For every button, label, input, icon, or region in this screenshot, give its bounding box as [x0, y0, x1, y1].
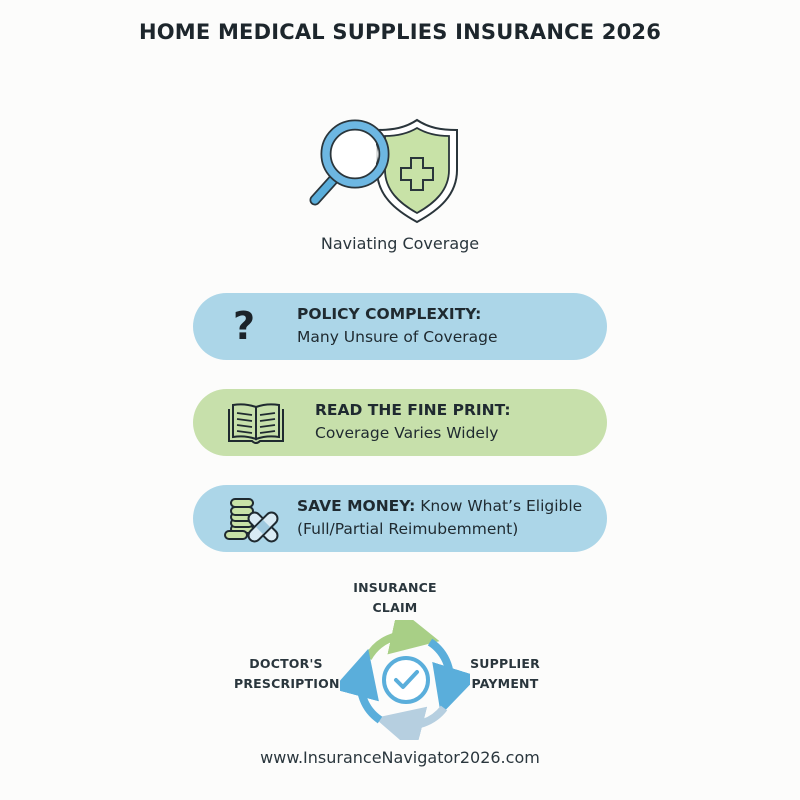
card-subtext: (Full/Partial Reimubemment): [297, 520, 519, 538]
cycle-step-insurance-claim: INSURANCE CLAIM: [340, 578, 450, 618]
cycle-label-line: PRESCRIPTION: [234, 676, 340, 691]
card-heading-suffix: Know What’s Eligible: [415, 497, 583, 515]
cycle-label-line: PAYMENT: [471, 676, 539, 691]
card-text: POLICY COMPLEXITY: Many Unsure of Covera…: [297, 303, 498, 349]
magnifier-shield-cross-icon: [309, 118, 458, 224]
card-heading: SAVE MONEY:: [297, 497, 416, 515]
cycle-label-line: CLAIM: [372, 600, 418, 615]
cycle-label-line: DOCTOR'S: [249, 656, 323, 671]
card-text: SAVE MONEY: Know What’s Eligible (Full/P…: [297, 495, 582, 541]
cycle-label-line: INSURANCE: [353, 580, 437, 595]
footer-url[interactable]: www.InsuranceNavigator2026.com: [260, 748, 540, 767]
card-policy-complexity: ? POLICY COMPLEXITY: Many Unsure of Cove…: [193, 293, 607, 360]
card-text: READ THE FINE PRINT: Coverage Varies Wid…: [315, 399, 511, 445]
cycle-step-supplier-payment: SUPPLIER PAYMENT: [466, 654, 544, 694]
page-title: HOME MEDICAL SUPPLIES INSURANCE 2026: [138, 20, 662, 44]
card-subtext: Many Unsure of Coverage: [297, 328, 498, 346]
card-heading: POLICY COMPLEXITY:: [297, 305, 482, 323]
card-read-fine-print: READ THE FINE PRINT: Coverage Varies Wid…: [193, 389, 607, 456]
coins-bandage-icon: [224, 498, 279, 543]
card-save-money: SAVE MONEY: Know What’s Eligible (Full/P…: [193, 485, 607, 552]
cycle-arrows-icon: [340, 620, 470, 740]
hero-caption: Naviating Coverage: [320, 234, 480, 253]
open-book-icon: [228, 403, 284, 444]
cycle-label-line: SUPPLIER: [470, 656, 540, 671]
question-mark-icon: ?: [232, 304, 256, 348]
check-circle-icon: [382, 656, 430, 704]
cycle-step-doctors-prescription: DOCTOR'S PRESCRIPTION: [234, 654, 340, 694]
card-subtext: Coverage Varies Widely: [315, 424, 499, 442]
card-heading: READ THE FINE PRINT:: [315, 401, 511, 419]
